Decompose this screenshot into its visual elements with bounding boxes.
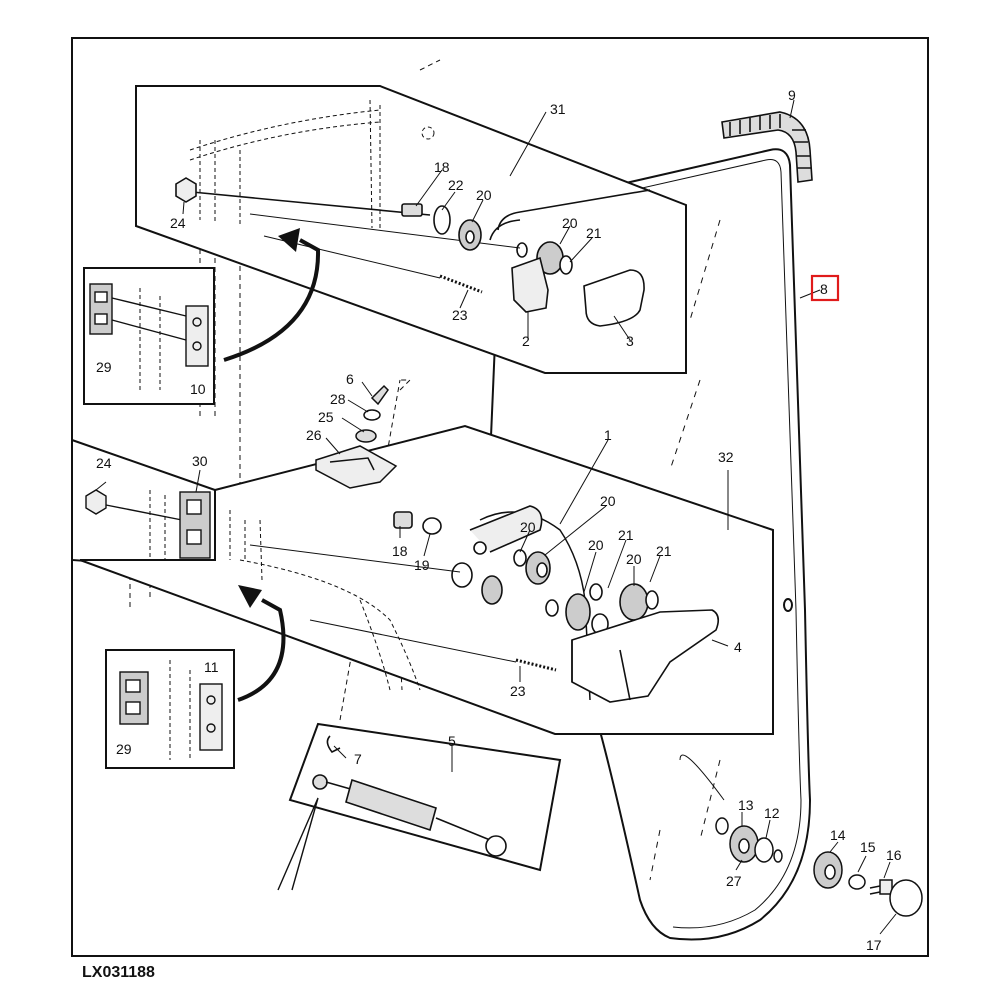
lower-hardware [679, 754, 923, 917]
callout-23-upper: 23 [452, 307, 468, 323]
callout-18-upper: 18 [434, 159, 450, 175]
callout-1: 1 [604, 427, 612, 443]
callout-24-upper: 24 [170, 215, 186, 231]
panel-31-upper-handle [135, 85, 687, 374]
callout-26: 26 [306, 427, 322, 443]
callout-9: 9 [788, 87, 796, 103]
callout-22: 22 [448, 177, 464, 193]
panel-32-lower-handle [79, 424, 774, 735]
inset-24-30 [71, 438, 216, 572]
callout-12: 12 [764, 805, 780, 821]
callout-labels: 31 9 18 22 20 20 21 24 23 2 3 29 10 6 28… [96, 87, 902, 953]
callout-20-lower-b: 20 [520, 519, 536, 535]
inset-29-11 [105, 649, 235, 769]
callout-6: 6 [346, 371, 354, 387]
callout-11: 11 [204, 659, 219, 675]
callout-20-upper-b: 20 [562, 215, 578, 231]
callout-13: 13 [738, 797, 754, 813]
callout-28: 28 [330, 391, 346, 407]
callout-20-lower-d: 20 [626, 551, 642, 567]
callout-32: 32 [718, 449, 734, 465]
callout-30: 30 [192, 453, 208, 469]
callout-21-upper: 21 [586, 225, 602, 241]
callout-20-lower-a: 20 [600, 493, 616, 509]
callout-21-lower-a: 21 [618, 527, 634, 543]
panel-5-gas-strut [277, 722, 562, 891]
direction-arrows [223, 228, 321, 702]
inset-29-10 [83, 267, 215, 405]
callout-17: 17 [866, 937, 882, 953]
callout-20-upper-a: 20 [476, 187, 492, 203]
callout-20-lower-c: 20 [588, 537, 604, 553]
callout-24-lower: 24 [96, 455, 112, 471]
callout-3: 3 [626, 333, 634, 349]
door-seal [721, 111, 813, 183]
callout-5: 5 [448, 733, 456, 749]
callout-7: 7 [354, 751, 362, 767]
callout-10: 10 [190, 381, 206, 397]
striker-assembly [315, 384, 398, 489]
callout-8: 8 [820, 281, 828, 297]
callout-18-lower: 18 [392, 543, 408, 559]
callout-23-lower: 23 [510, 683, 526, 699]
callout-16: 16 [886, 847, 902, 863]
callout-29-lower: 29 [116, 741, 132, 757]
callout-14: 14 [830, 827, 846, 843]
callout-15: 15 [860, 839, 876, 855]
leader-lines [95, 99, 897, 935]
callout-27: 27 [726, 873, 742, 889]
callout-8-highlight-box [810, 274, 840, 302]
callout-29-upper: 29 [96, 359, 112, 375]
callout-25: 25 [318, 409, 334, 425]
drawing-code: LX031188 [82, 964, 155, 981]
callout-4: 4 [734, 639, 742, 655]
callout-21-lower-b: 21 [656, 543, 672, 559]
callout-2: 2 [522, 333, 530, 349]
callout-19: 19 [414, 557, 430, 573]
callout-31: 31 [550, 101, 566, 117]
